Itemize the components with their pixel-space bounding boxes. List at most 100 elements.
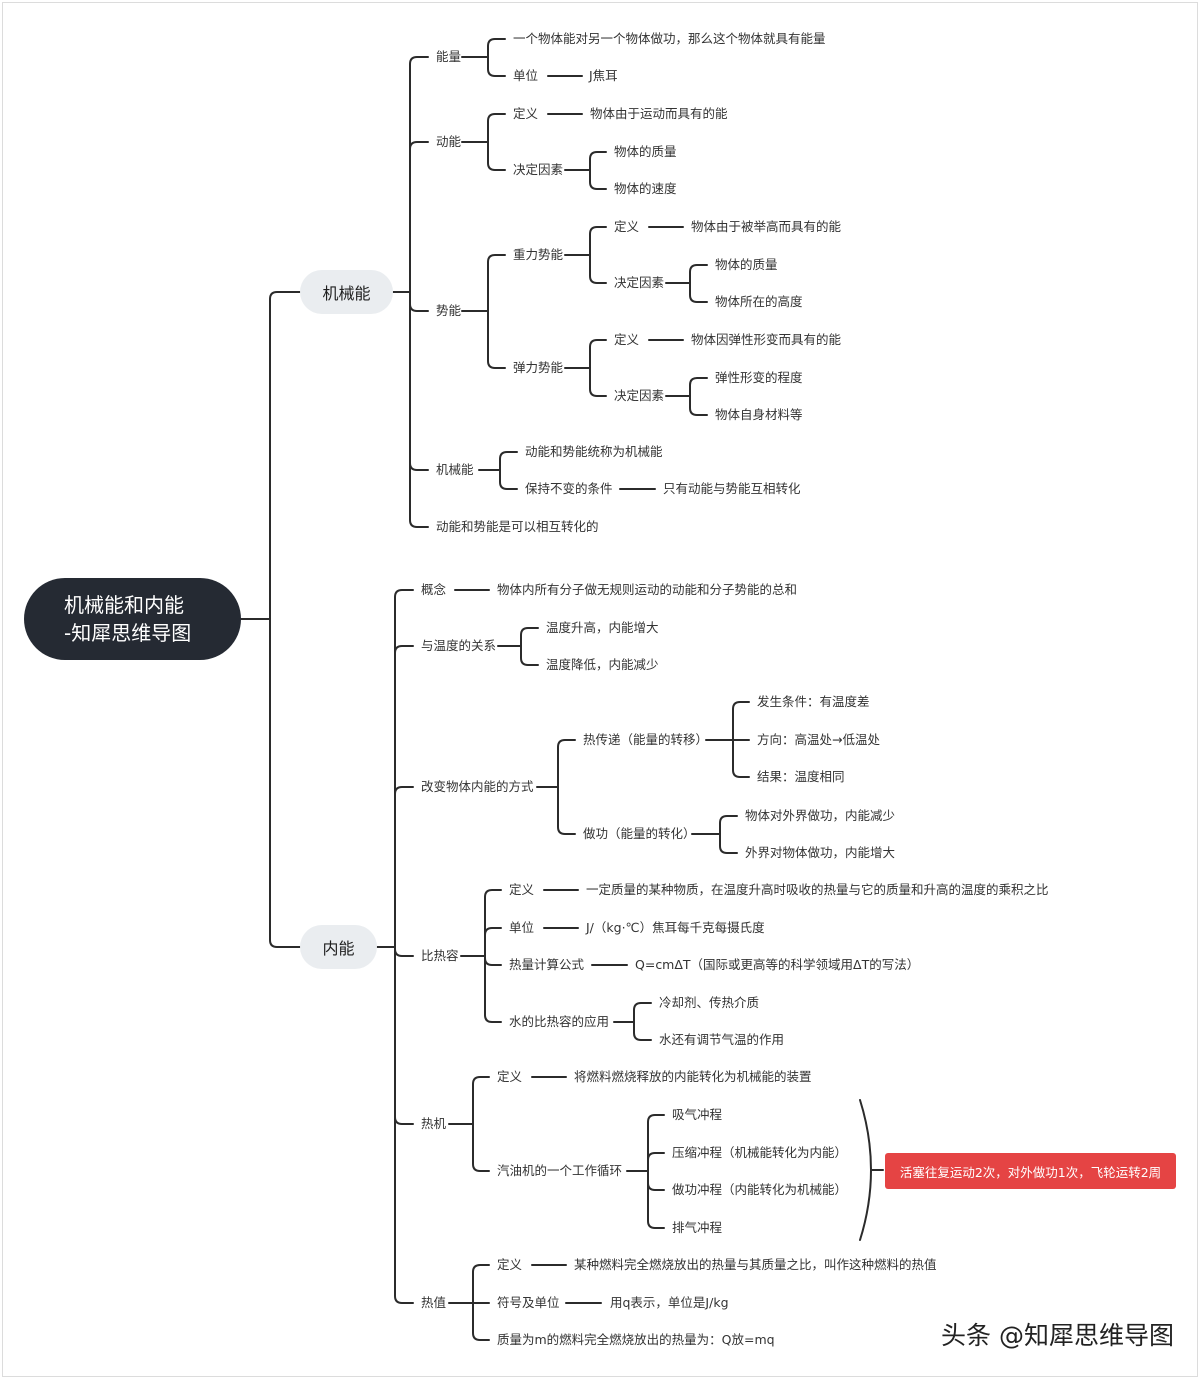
gravity-def-value[interactable]: 物体由于被举高而具有的能: [691, 219, 842, 234]
bracket-branch: [409, 291, 429, 528]
temp-item[interactable]: 温度降低，内能减少: [546, 657, 659, 672]
node-internal-energy-label: 内能: [322, 939, 355, 958]
work-item[interactable]: 物体对外界做功，内能减少: [745, 808, 896, 823]
specific-unit-value[interactable]: J/（kg·℃）焦耳每千克每摄氏度: [586, 920, 765, 935]
node-mech-energy[interactable]: 机械能: [436, 462, 474, 477]
kinetic-factors-label[interactable]: 决定因素: [513, 162, 564, 177]
bracket-branch: [409, 141, 429, 293]
elastic-def-label[interactable]: 定义: [614, 332, 640, 347]
work-item[interactable]: 外界对物体做功，内能增大: [745, 845, 896, 860]
root-title-line2: -知犀思维导图: [64, 621, 192, 645]
bracket-branch: [589, 226, 607, 256]
mech-item[interactable]: 动能和势能统称为机械能: [525, 444, 663, 459]
node-concept[interactable]: 概念: [421, 582, 447, 597]
water-application-label[interactable]: 水的比热容的应用: [509, 1014, 610, 1029]
bracket-branch: [484, 955, 502, 966]
elastic-factor[interactable]: 物体自身材料等: [715, 407, 803, 422]
node-work[interactable]: 做功（能量的转化）: [583, 826, 696, 841]
heat-item[interactable]: 发生条件：有温度差: [757, 694, 870, 709]
bracket-branch: [472, 1123, 490, 1172]
elastic-factors-label[interactable]: 决定因素: [614, 388, 665, 403]
stroke-item[interactable]: 压缩冲程（机械能转化为内能）: [672, 1145, 848, 1160]
bracket-branch: [732, 739, 750, 778]
bracket-branch: [472, 1264, 490, 1304]
node-change-method[interactable]: 改变物体内能的方式: [421, 779, 534, 794]
bracket-branch: [689, 395, 708, 416]
node-temperature-relation[interactable]: 与温度的关系: [421, 638, 497, 653]
gravity-def-label[interactable]: 定义: [614, 219, 640, 234]
stroke-item[interactable]: 排气冲程: [672, 1220, 723, 1235]
energy-definition[interactable]: 一个物体能对另一个物体做功，那么这个物体就具有能量: [513, 31, 826, 46]
energy-unit-label[interactable]: 单位: [513, 68, 539, 83]
specific-unit-label[interactable]: 单位: [509, 920, 535, 935]
node-internal-energy[interactable]: 内能: [300, 925, 377, 969]
specific-formula-label[interactable]: 热量计算公式: [509, 957, 585, 972]
bracket-branch: [487, 113, 506, 143]
specific-def-value[interactable]: 一定质量的某种物质，在温度升高时吸收的热量与它的质量和升高的温度的乘积之比: [586, 882, 1049, 897]
node-heat-value[interactable]: 热值: [421, 1295, 447, 1310]
root-node[interactable]: 机械能和内能 -知犀思维导图: [24, 578, 241, 660]
node-heat-engine[interactable]: 热机: [421, 1116, 447, 1131]
fuel-def-value[interactable]: 某种燃料完全燃烧放出的热量与其质量之比，叫作这种燃料的热值: [574, 1257, 937, 1272]
kinetic-factor[interactable]: 物体的质量: [614, 144, 677, 159]
cycle-summary-text: 活塞往复运动2次，对外做功1次，飞轮运转2周: [899, 1164, 1162, 1180]
kinetic-def-value[interactable]: 物体由于运动而具有的能: [590, 106, 728, 121]
specific-formula-value[interactable]: Q=cmΔT（国际或更高等的科学领域用ΔT的写法）: [635, 957, 920, 972]
gravity-factors-label[interactable]: 决定因素: [614, 275, 665, 290]
bracket-branch: [647, 1170, 665, 1191]
fuel-symbol-label[interactable]: 符号及单位: [497, 1295, 560, 1310]
bracket-branch: [487, 310, 506, 369]
node-specific-heat[interactable]: 比热容: [421, 948, 459, 963]
bracket-branch: [647, 1170, 665, 1229]
engine-def-value[interactable]: 将燃料燃烧释放的内能转化为机械能的装置: [574, 1069, 812, 1084]
fuel-symbol-value[interactable]: 用q表示，单位是J/kg: [610, 1295, 729, 1310]
temp-item[interactable]: 温度升高，内能增大: [546, 620, 659, 635]
node-energy[interactable]: 能量: [436, 49, 462, 64]
heat-item[interactable]: 结果：温度相同: [757, 769, 845, 784]
bracket-branch: [409, 291, 429, 471]
fuel-def-label[interactable]: 定义: [497, 1257, 523, 1272]
fuel-formula[interactable]: 质量为m的燃料完全燃烧放出的热量为：Q放=mq: [497, 1332, 775, 1347]
bracket-branch: [589, 367, 607, 397]
node-convert[interactable]: 动能和势能是可以相互转化的: [436, 519, 599, 534]
bracket-branch: [633, 1002, 652, 1023]
node-heat-transfer[interactable]: 热传递（能量的转移）: [583, 732, 709, 747]
stroke-item[interactable]: 吸气冲程: [672, 1107, 723, 1122]
node-mechanical-energy[interactable]: 机械能: [300, 270, 393, 314]
elastic-def-value[interactable]: 物体因弹性形变而具有的能: [691, 332, 842, 347]
kinetic-factor[interactable]: 物体的速度: [614, 181, 677, 196]
mech-condition-value[interactable]: 只有动能与势能互相转化: [663, 481, 801, 496]
bracket-branch: [409, 56, 429, 293]
heat-item[interactable]: 方向：高温处→低温处: [757, 732, 880, 747]
node-kinetic[interactable]: 动能: [436, 134, 462, 149]
bracket-branch: [484, 955, 502, 1023]
stroke-item[interactable]: 做功冲程（内能转化为机械能）: [672, 1182, 848, 1197]
gravity-factor[interactable]: 物体的质量: [715, 257, 778, 272]
gravity-factor[interactable]: 物体所在的高度: [715, 294, 803, 309]
bracket-branch: [394, 786, 414, 948]
water-item[interactable]: 水还有调节气温的作用: [659, 1032, 785, 1047]
watermark: 头条 @知犀思维导图: [941, 1321, 1174, 1350]
node-potential[interactable]: 势能: [436, 303, 462, 318]
engine-def-label[interactable]: 定义: [497, 1069, 523, 1084]
engine-cycle-label[interactable]: 汽油机的一个工作循环: [497, 1163, 623, 1178]
water-item[interactable]: 冷却剂、传热介质: [659, 995, 760, 1010]
energy-unit-value[interactable]: J焦耳: [589, 68, 618, 83]
elastic-factor[interactable]: 弹性形变的程度: [715, 370, 803, 385]
bracket-branch: [487, 56, 506, 77]
bracket-branch: [487, 254, 506, 312]
bracket-branch: [719, 833, 738, 854]
kinetic-def-label[interactable]: 定义: [513, 106, 539, 121]
specific-def-label[interactable]: 定义: [509, 882, 535, 897]
cycle-summary-callout[interactable]: 活塞往复运动2次，对外做功1次，飞轮运转2周: [885, 1153, 1176, 1189]
node-elastic-potential[interactable]: 弹力势能: [513, 360, 564, 375]
bracket-branch: [269, 618, 301, 948]
node-gravity-potential[interactable]: 重力势能: [513, 247, 564, 262]
bracket-branch: [589, 151, 607, 171]
concept-value[interactable]: 物体内所有分子做无规则运动的动能和分子势能的总和: [497, 582, 798, 597]
mech-condition-label[interactable]: 保持不变的条件: [525, 481, 613, 496]
bracket-branch: [394, 645, 414, 948]
bracket-branch: [689, 264, 708, 284]
